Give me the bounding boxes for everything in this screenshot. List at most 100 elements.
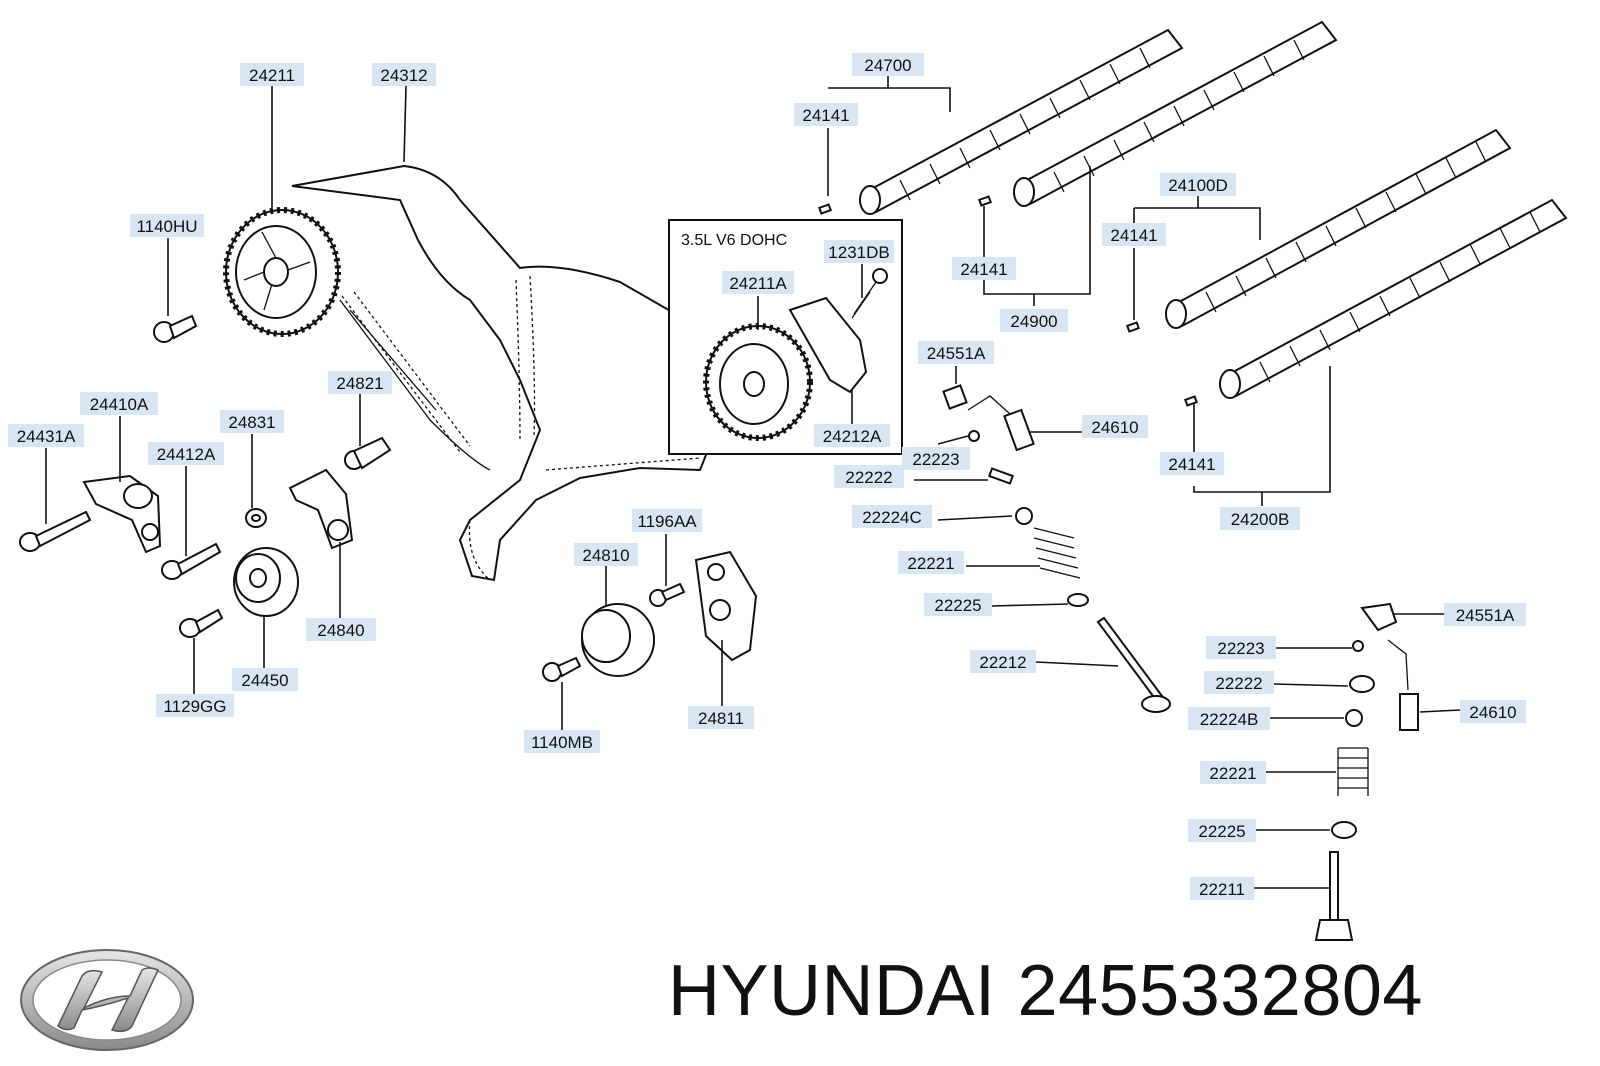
svg-text:1129GG: 1129GG (163, 697, 226, 716)
brand-name: HYUNDAI (668, 951, 996, 1031)
part-label: 24211 (240, 63, 304, 86)
svg-text:22222: 22222 (845, 468, 892, 487)
svg-text:22224B: 22224B (1200, 710, 1259, 729)
svg-text:22211: 22211 (1199, 880, 1245, 899)
svg-text:1140HU: 1140HU (136, 217, 197, 236)
part-label: 22221 (1200, 761, 1266, 784)
svg-text:24100D: 24100D (1168, 176, 1228, 195)
svg-text:24410A: 24410A (90, 395, 149, 414)
idler-pulley-24810 (581, 603, 655, 677)
bracket-24410A (82, 474, 162, 554)
part-number: 2455332804 (1017, 951, 1423, 1031)
footer-title: HYUNDAI 2455332804 (668, 950, 1445, 1032)
svg-text:22223: 22223 (1217, 639, 1264, 658)
tensioner-pulley-24450 (233, 547, 299, 617)
part-label: 22225 (1188, 819, 1256, 842)
part-label: 24410A (80, 392, 158, 415)
hyundai-logo-icon (20, 949, 194, 1051)
part-label: 24141 (1102, 223, 1166, 246)
part-label: 24840 (306, 618, 376, 641)
part-label: 22211 (1190, 877, 1254, 900)
part-label: 24212A (814, 424, 890, 447)
svg-text:24312: 24312 (380, 66, 427, 85)
part-label: 24412A (148, 442, 224, 465)
svg-text:24700: 24700 (864, 56, 911, 75)
part-label: 24610 (1082, 415, 1148, 438)
valvetrain-upper (942, 384, 1171, 713)
svg-text:24141: 24141 (802, 106, 849, 125)
tensioner-arm-24840 (288, 468, 354, 550)
cam-sprocket-24211 (223, 207, 341, 337)
bolt-1140HU (153, 314, 198, 343)
part-label: 22222 (1204, 671, 1274, 694)
bolt-1129GG (179, 608, 224, 638)
svg-text:24211A: 24211A (729, 274, 787, 293)
part-label: 1140HU (130, 214, 204, 237)
part-label: 24831 (220, 410, 284, 433)
svg-text:24212A: 24212A (823, 427, 882, 446)
part-label: 1196AA (632, 509, 702, 532)
dowel-pins (817, 195, 1199, 407)
svg-text:24610: 24610 (1469, 703, 1516, 722)
bolt-24431A (19, 510, 92, 552)
part-label: 1129GG (156, 694, 234, 717)
part-label: 24141 (1160, 452, 1224, 475)
part-label: 24821 (328, 371, 392, 394)
camshaft-24700-left (859, 28, 1184, 215)
part-label: 24551A (1444, 603, 1526, 626)
svg-text:24821: 24821 (336, 374, 383, 393)
svg-text:24610: 24610 (1091, 418, 1138, 437)
inset-title: 3.5L V6 DOHC (681, 232, 787, 249)
part-label: 1231DB (824, 240, 894, 263)
svg-text:24200B: 24200B (1231, 510, 1290, 529)
svg-text:24141: 24141 (960, 260, 1007, 279)
svg-text:1196AA: 1196AA (637, 512, 697, 531)
svg-text:24900: 24900 (1010, 312, 1057, 331)
svg-text:24551A: 24551A (927, 344, 986, 363)
camshaft-24700-right (1013, 20, 1338, 207)
svg-text:24831: 24831 (228, 413, 275, 432)
part-label: 24312 (372, 63, 436, 86)
part-label: 22223 (1206, 636, 1276, 659)
leader-lines (45, 76, 1461, 889)
camshaft-24100D (1165, 128, 1512, 329)
svg-text:24211: 24211 (249, 66, 295, 85)
bolt-1196AA (649, 582, 686, 607)
svg-text:22224C: 22224C (862, 508, 922, 527)
part-label: 24551A (918, 341, 994, 364)
part-labels: 24211 24312 24700 24141 1140HU 24100D 24… (8, 53, 1526, 900)
svg-text:22225: 22225 (1198, 822, 1245, 841)
bolt-1140MB (542, 656, 582, 682)
svg-text:24141: 24141 (1168, 455, 1215, 474)
part-label: 22224B (1188, 707, 1270, 730)
svg-text:24811: 24811 (698, 709, 744, 728)
part-label: 24811 (688, 706, 754, 729)
svg-text:1140MB: 1140MB (531, 733, 593, 752)
svg-text:24412A: 24412A (157, 445, 216, 464)
bolt-24412A (161, 542, 222, 580)
svg-text:22223: 22223 (912, 450, 959, 469)
bracket-24811 (694, 550, 758, 662)
part-label: 24200B (1220, 507, 1300, 530)
svg-text:22225: 22225 (934, 596, 981, 615)
svg-text:1231DB: 1231DB (828, 243, 889, 262)
part-label: 1140MB (524, 730, 600, 753)
svg-text:24431A: 24431A (17, 427, 76, 446)
part-label: 24610 (1460, 700, 1526, 723)
bushing-24821 (344, 436, 392, 470)
part-label: 24450 (232, 668, 298, 691)
part-label: 24141 (794, 103, 858, 126)
svg-text:24840: 24840 (317, 621, 364, 640)
svg-text:22221: 22221 (907, 554, 954, 573)
svg-text:22222: 22222 (1215, 674, 1262, 693)
svg-text:22221: 22221 (1209, 764, 1256, 783)
washer-24831 (245, 508, 267, 528)
part-label: 24900 (1000, 309, 1068, 332)
part-label: 24431A (8, 424, 84, 447)
part-label: 22221 (898, 551, 964, 574)
part-label: 22223 (902, 447, 970, 470)
part-label: 24211A (722, 271, 794, 294)
part-label: 24100D (1160, 173, 1236, 196)
